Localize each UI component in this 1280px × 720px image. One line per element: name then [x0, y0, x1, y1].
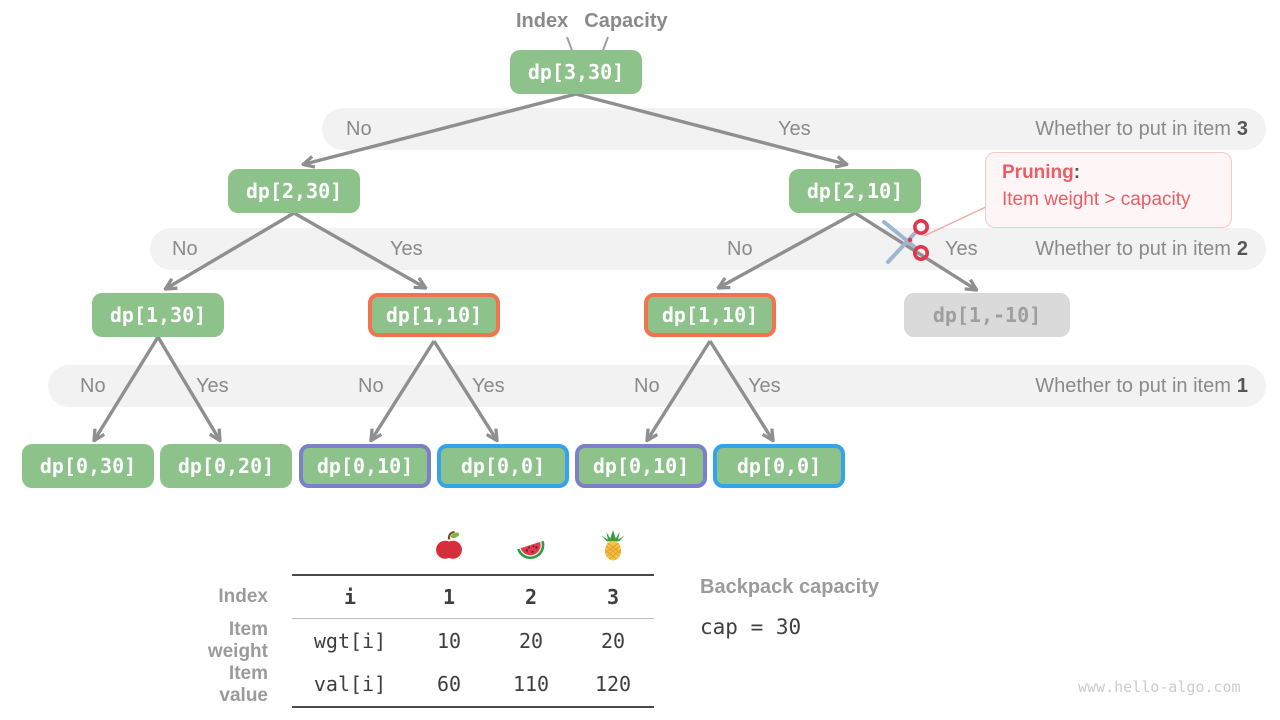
band2-no-label-2: No: [727, 238, 753, 260]
watermark: www.hello-algo.com: [1078, 678, 1241, 696]
backpack-capacity-block: Backpack capacity cap = 30: [700, 576, 879, 639]
node-dp-0-20: dp[0,20]: [160, 444, 292, 488]
fruit-icons-row: [178, 512, 654, 575]
row-label-weight: Item weight: [207, 618, 268, 662]
pruning-text: Item weight > capacity: [1002, 189, 1191, 210]
watermelon-icon: [490, 512, 572, 575]
node-dp-0-10-a: dp[0,10]: [299, 444, 431, 488]
node-dp-0-10-b: dp[0,10]: [575, 444, 707, 488]
table-row-value: Item value val[i] 60 110 120: [178, 662, 654, 708]
table-row-weight: Item weight wgt[i] 10 20 20: [178, 619, 654, 663]
node-dp-3-30: dp[3,30]: [510, 50, 642, 94]
row-label-index: Index: [218, 585, 268, 607]
band2-yes-label-1: Yes: [390, 238, 423, 260]
decision-band-item-1: No Yes No Yes No Yes Whether to put in i…: [48, 365, 1266, 407]
node-field-labels: Index Capacity: [516, 10, 668, 33]
node-dp-1-30: dp[1,30]: [92, 293, 224, 337]
band3-yes-label: Yes: [778, 118, 811, 140]
node-dp-0-0-b: dp[0,0]: [713, 444, 845, 488]
pineapple-icon: [572, 512, 654, 575]
node-dp-0-30: dp[0,30]: [22, 444, 154, 488]
node-dp-2-10: dp[2,10]: [789, 169, 921, 213]
pruning-callout: Pruning: Item weight > capacity: [985, 152, 1232, 228]
pruning-connector-line: [923, 205, 989, 237]
node-dp-0-0-a: dp[0,0]: [437, 444, 569, 488]
band1-no-label-3: No: [634, 375, 660, 397]
band3-no-label: No: [346, 118, 372, 140]
backpack-capacity-code: cap = 30: [700, 615, 802, 639]
scissors-icon: [882, 219, 929, 264]
band2-no-label-1: No: [172, 238, 198, 260]
node-dp-1-10-a: dp[1,10]: [368, 293, 500, 337]
edge-lines: [95, 92, 975, 439]
node-dp-1-neg10: dp[1,-10]: [904, 293, 1070, 337]
band1-yes-label-2: Yes: [472, 375, 505, 397]
node-dp-1-10-b: dp[1,10]: [644, 293, 776, 337]
band1-yes-label-3: Yes: [748, 375, 781, 397]
capacity-label: Capacity: [584, 10, 668, 32]
band1-yes-label-1: Yes: [196, 375, 229, 397]
row-label-value: Item value: [219, 662, 268, 706]
apple-icon: [408, 512, 490, 575]
backpack-capacity-label: Backpack capacity: [700, 576, 880, 598]
node-dp-2-30: dp[2,30]: [228, 169, 360, 213]
band1-no-label-2: No: [358, 375, 384, 397]
band1-no-label-1: No: [80, 375, 106, 397]
table-row-index: Index i 1 2 3: [178, 574, 654, 619]
index-label: Index: [516, 10, 569, 32]
pruning-title: Pruning:: [1002, 162, 1081, 183]
items-table: Index i 1 2 3 Item weight wgt[i] 10 20 2…: [178, 512, 654, 708]
band2-yes-label-2: Yes: [945, 238, 978, 260]
